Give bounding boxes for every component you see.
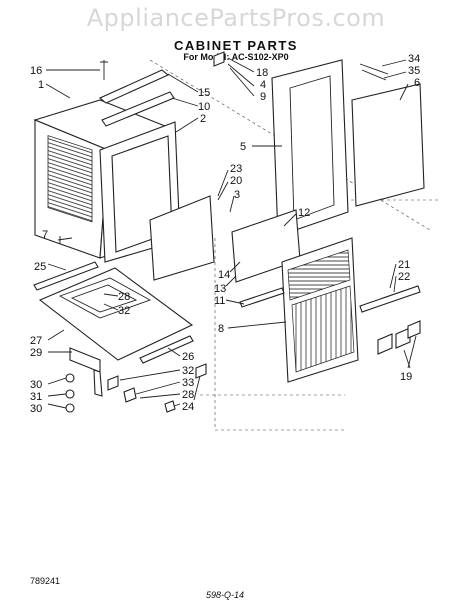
model-subtitle: For Model: AC-S102-XP0: [183, 52, 289, 62]
callout-26: 26: [182, 351, 194, 363]
mesh-filter: [351, 83, 425, 207]
front-grille: [281, 237, 359, 383]
control-knobs: [377, 320, 421, 355]
callout-27: 27: [30, 335, 42, 347]
revision-mark: 598-Q-14: [206, 590, 245, 600]
callout-2: 2: [200, 113, 206, 125]
callout-6: 6: [414, 77, 420, 89]
grille-strip-11: [239, 287, 285, 308]
right-rail: [139, 335, 194, 364]
callout-labels: 16 1 15 10 2 18 4 9 5 34 35 6 23 20 3 12…: [30, 53, 420, 415]
callout-16: 16: [30, 65, 42, 77]
callout-11: 11: [214, 295, 225, 307]
callout-9: 9: [260, 91, 266, 103]
mounting-bracket: [69, 347, 103, 397]
document-number: 789241: [30, 576, 61, 586]
callout-7: 7: [42, 229, 48, 241]
screw-7: [57, 236, 73, 244]
filter-pad: [149, 195, 215, 281]
watermark: AppliancePartsPros.com: [86, 4, 386, 32]
callout-14: 14: [218, 269, 230, 281]
callout-28-lower: 28: [182, 389, 194, 401]
callout-5: 5: [240, 141, 246, 153]
callout-32-upper: 32: [118, 305, 130, 317]
diagram-title: CABINET PARTS: [174, 38, 298, 53]
grille-strip-21: [359, 285, 421, 313]
callout-8: 8: [218, 323, 224, 335]
callout-32-lower: 32: [182, 365, 194, 377]
callout-35: 35: [408, 65, 420, 77]
callout-19: 19: [400, 371, 412, 383]
callout-28-upper: 28: [118, 291, 130, 303]
callout-34: 34: [408, 53, 420, 65]
callout-15: 15: [198, 87, 210, 99]
left-rail: [33, 261, 99, 291]
foot-24: [195, 363, 207, 379]
callout-29: 29: [30, 347, 42, 359]
top-seal-strips: [98, 69, 175, 127]
callout-22: 22: [398, 271, 410, 283]
callout-25: 25: [34, 261, 46, 273]
leader-lines: [45, 57, 417, 409]
callout-30-upper: 30: [30, 379, 42, 391]
callout-23: 23: [230, 163, 242, 175]
callout-30-lower: 30: [30, 403, 42, 415]
base-pan: [38, 267, 194, 361]
hardware-nuts: [65, 373, 176, 413]
callout-31: 31: [30, 391, 42, 403]
callout-13: 13: [214, 283, 226, 295]
callout-18: 18: [256, 67, 268, 79]
callout-20: 20: [230, 175, 242, 187]
bolt-34: [359, 63, 389, 81]
callout-1: 1: [38, 79, 44, 91]
side-panel: [271, 59, 349, 237]
callout-12: 12: [298, 207, 310, 219]
callout-3: 3: [234, 189, 240, 201]
callout-4: 4: [260, 79, 266, 91]
callout-21: 21: [398, 259, 410, 271]
bracket-18: [213, 51, 225, 67]
callout-33: 33: [182, 377, 194, 389]
screw-16: [100, 60, 108, 80]
callout-24: 24: [182, 401, 194, 413]
callout-10: 10: [198, 101, 210, 113]
